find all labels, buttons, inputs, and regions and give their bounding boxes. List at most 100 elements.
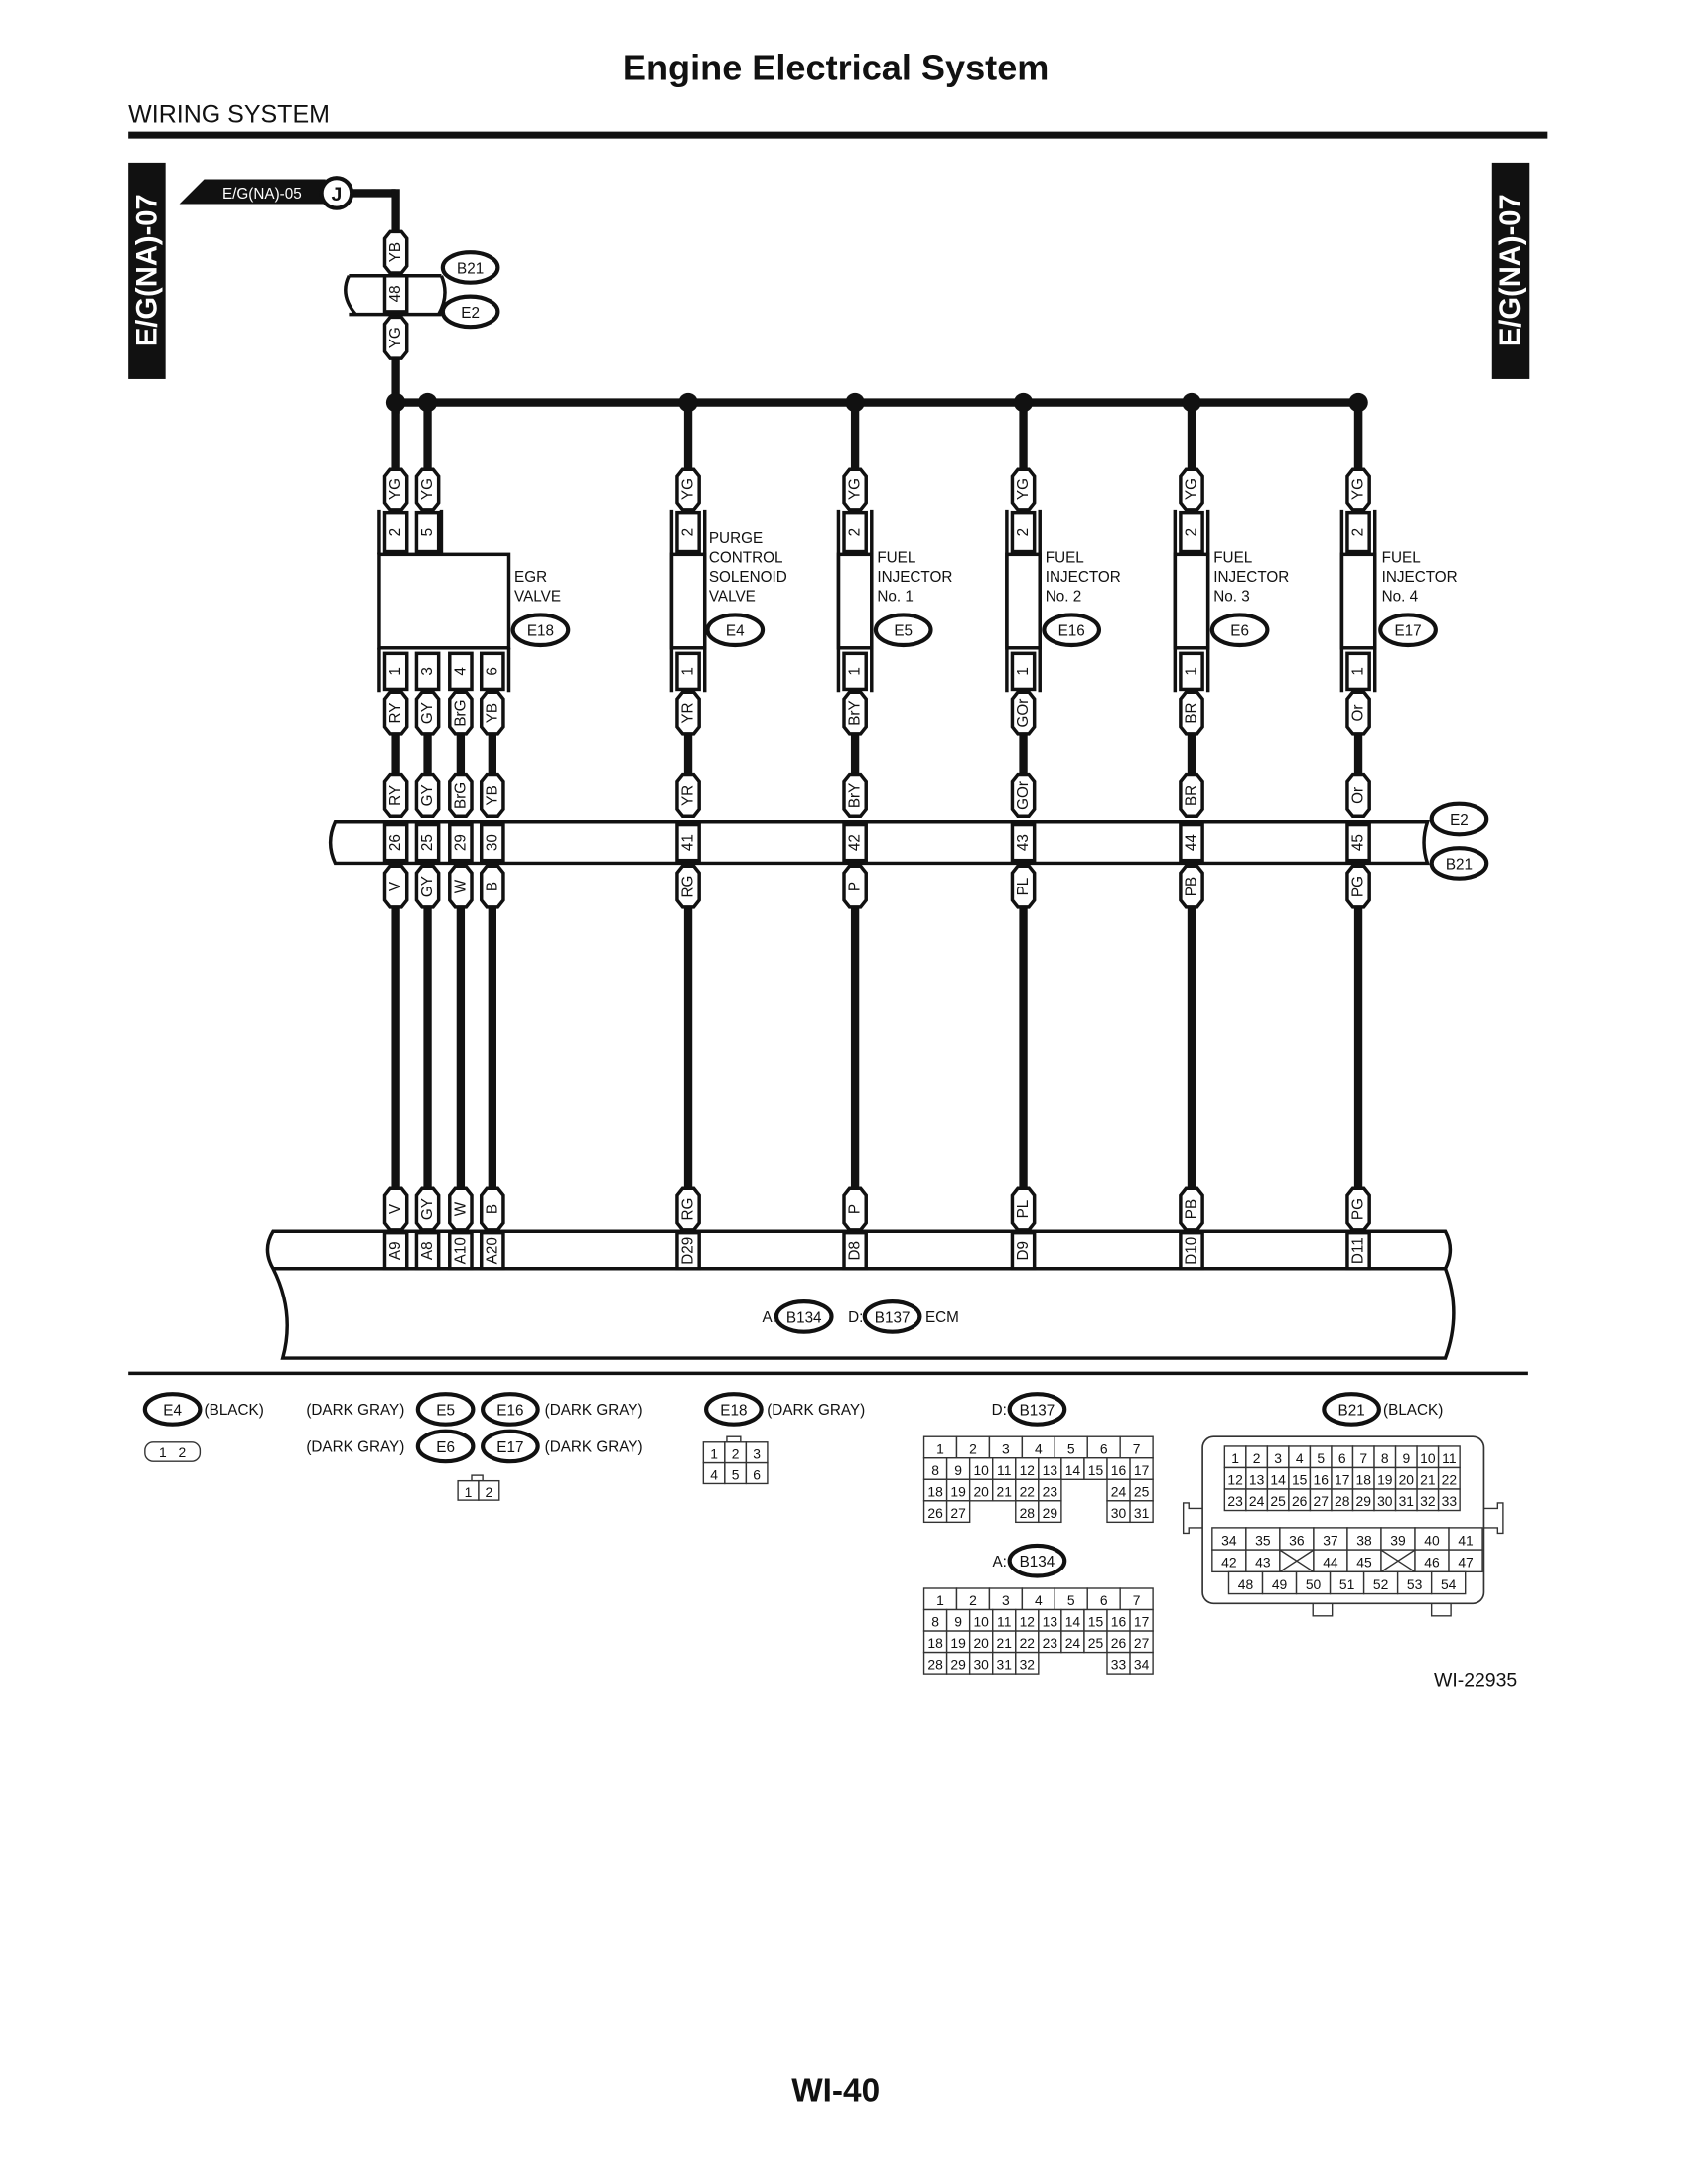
component-name: No. 4 <box>1382 589 1419 606</box>
component-connector-label: E5 <box>894 623 913 640</box>
component-name: FUEL <box>877 550 915 567</box>
pin-box <box>842 510 868 554</box>
pin-box <box>414 1230 441 1271</box>
wire-color-tag <box>382 772 409 818</box>
pin-box <box>414 510 441 554</box>
terminal-number: 32 <box>1420 1493 1436 1509</box>
terminal-number: 21 <box>997 1483 1013 1499</box>
pin-box <box>382 822 409 863</box>
terminal-number: 26 <box>927 1505 943 1521</box>
component-name: No. 2 <box>1046 589 1082 606</box>
wire-color-tag <box>1179 864 1204 909</box>
component-name: No. 1 <box>877 589 914 606</box>
terminal-number: 20 <box>973 1635 989 1651</box>
legend-color: (DARK GRAY) <box>306 1439 404 1456</box>
wire-color-tag <box>382 467 409 512</box>
splice-connector-e2 <box>440 294 500 330</box>
terminal-number: 6 <box>1338 1450 1346 1466</box>
terminal-cell <box>1129 1651 1154 1675</box>
pin-box <box>448 1230 474 1271</box>
legend-e18-color: (DARK GRAY) <box>767 1402 865 1419</box>
component-body <box>1005 552 1042 650</box>
terminal-number: 5 <box>732 1466 740 1482</box>
component-name: No. 3 <box>1213 589 1250 606</box>
terminal-number: 37 <box>1323 1532 1338 1548</box>
wire-color-tag <box>382 690 409 736</box>
pin-number: 3 <box>419 667 436 676</box>
wire-color-label: YG <box>1184 478 1200 500</box>
wire-color-label: B <box>484 1204 500 1214</box>
component-name: PURGE <box>709 530 763 547</box>
terminal-number: 21 <box>997 1635 1013 1651</box>
component-name: EGR <box>514 569 547 586</box>
harness-connector <box>328 820 1430 866</box>
legend-color: (DARK GRAY) <box>306 1402 404 1419</box>
blocked-terminal-icon <box>1380 1549 1416 1572</box>
terminal-number: 6 <box>753 1466 761 1482</box>
legend-e18 <box>704 1392 764 1427</box>
legend-e4-connector <box>144 1441 202 1462</box>
terminal-number: 15 <box>1088 1614 1104 1630</box>
ecm-prefix-d: D: <box>848 1309 863 1326</box>
pin-box <box>382 274 409 314</box>
wire-color-label: YG <box>387 327 404 348</box>
terminal-number: 1 <box>710 1446 718 1462</box>
pin-number: 29 <box>452 834 469 851</box>
wire-color-label: BrY <box>847 783 864 808</box>
terminal-number: 9 <box>954 1462 962 1478</box>
wire-color-label: W <box>452 879 469 893</box>
component-connector <box>1042 613 1102 648</box>
wire-color-label: RG <box>680 876 697 898</box>
component-name: INJECTOR <box>1046 569 1121 586</box>
wire-color-tag <box>414 690 441 736</box>
terminal-number: 17 <box>1134 1462 1150 1478</box>
wire-color-label: YR <box>680 785 697 806</box>
side-tab-right-label: E/G(NA)-07 <box>1495 194 1527 346</box>
terminal-number: 47 <box>1458 1555 1474 1570</box>
terminal-number: 27 <box>1134 1635 1150 1651</box>
pin-number: 5 <box>419 528 436 537</box>
terminal-number: 9 <box>954 1614 962 1630</box>
pin-number: 1 <box>1015 667 1032 676</box>
terminal-number: 8 <box>1381 1450 1389 1466</box>
ecm-connector-b134-label: B134 <box>786 1309 822 1326</box>
side-tab-left-label: E/G(NA)-07 <box>132 194 164 346</box>
component-connector <box>1378 613 1438 648</box>
terminal-number: 1 <box>159 1444 167 1460</box>
terminal-number: 3 <box>1002 1440 1010 1456</box>
wire-color-tag <box>414 864 441 909</box>
terminal-number: 3 <box>753 1446 761 1462</box>
wire-color-tag <box>675 864 701 909</box>
terminal-number: 15 <box>1292 1472 1308 1488</box>
pin-box <box>1345 651 1371 692</box>
component-name: CONTROL <box>709 550 783 567</box>
wire-color-label: P <box>847 1204 864 1214</box>
pin-number: D8 <box>847 1241 864 1261</box>
pin-number: D29 <box>680 1237 697 1265</box>
pin-box <box>479 651 505 692</box>
wire-color-label: BrY <box>847 700 864 725</box>
terminal-number: 1 <box>936 1440 944 1456</box>
component-connector <box>1209 613 1270 648</box>
wire-color-tag <box>1179 690 1204 736</box>
component-name: INJECTOR <box>877 569 952 586</box>
terminal-number: 31 <box>1134 1505 1150 1521</box>
terminal-number: 2 <box>969 1592 977 1608</box>
terminal-number: 29 <box>1043 1505 1058 1521</box>
terminal-number: 48 <box>1238 1576 1254 1592</box>
terminal-number: 25 <box>1134 1483 1150 1499</box>
wire-color-label: PB <box>1184 877 1200 896</box>
pin-number: 1 <box>680 667 697 676</box>
pin-box <box>1010 510 1037 554</box>
pin-number: 25 <box>419 834 436 851</box>
wire-color-tag <box>1345 772 1371 818</box>
connector-outline <box>1005 509 1042 693</box>
wire-color-label: Or <box>1350 705 1367 722</box>
terminal-number: 12 <box>1020 1614 1036 1630</box>
legend-color: (DARK GRAY) <box>545 1402 643 1419</box>
wire-color-label: YG <box>847 478 864 500</box>
terminal-number: 6 <box>1100 1440 1108 1456</box>
pin-number: D10 <box>1184 1237 1200 1265</box>
splice-connector-b21-label: B21 <box>457 260 484 277</box>
